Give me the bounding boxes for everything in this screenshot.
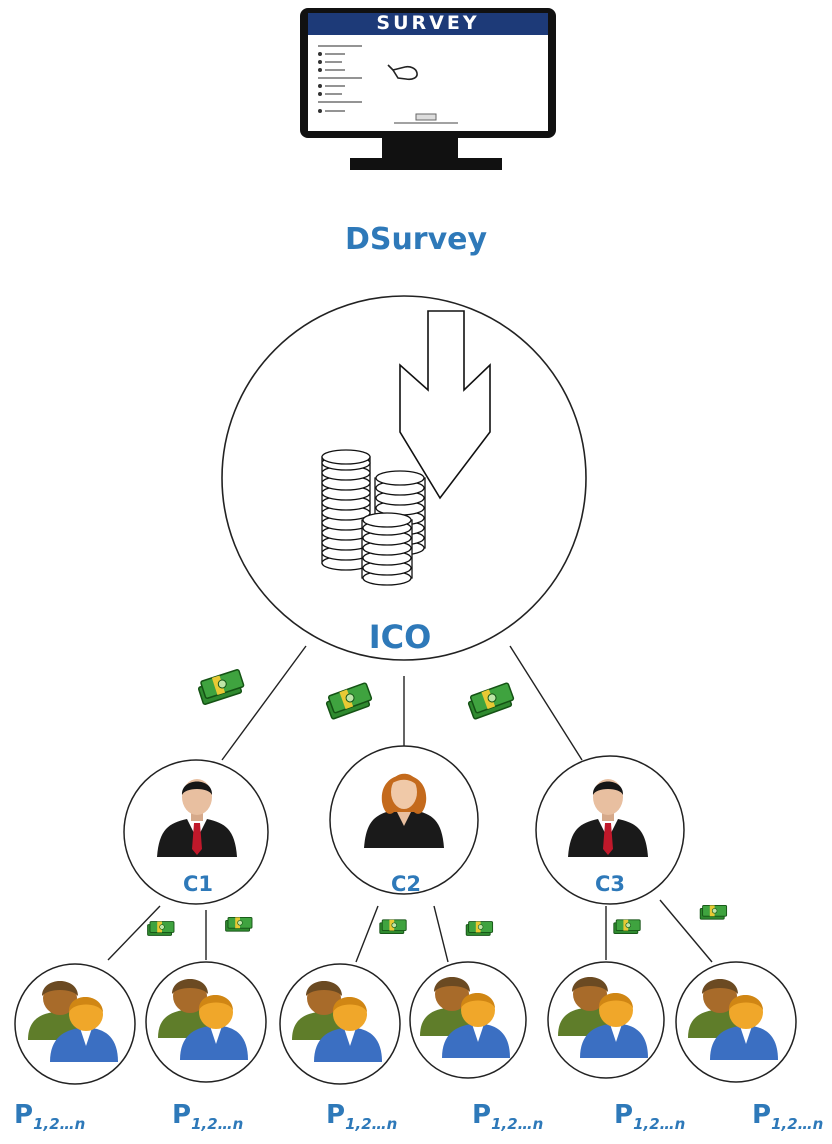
survey-questions (318, 45, 362, 112)
company-label: C1 (182, 872, 214, 896)
participant-label-sub: 1,2…n (345, 1115, 398, 1133)
participant-label-sub: 1,2…n (33, 1115, 86, 1133)
monitor-stand (350, 158, 502, 170)
participant-label-sub: 1,2…n (633, 1115, 686, 1133)
connector-lines (107, 645, 713, 963)
participant-label: P1,2…n (472, 1100, 544, 1133)
coin-stacks-icon (321, 449, 426, 586)
participant-label-main: P (614, 1100, 634, 1130)
company-label: C2 (390, 872, 422, 896)
monitor-neck (382, 138, 458, 160)
participant-label-main: P (472, 1100, 492, 1130)
platform-title: DSurvey (344, 222, 488, 257)
participant-label: P1,2…n (326, 1100, 398, 1133)
participant-label-main: P (752, 1100, 772, 1130)
participant-label-sub: 1,2…n (191, 1115, 244, 1133)
ico-label: ICO (368, 618, 432, 656)
participant-label-main: P (14, 1100, 34, 1130)
participant-label-sub: 1,2…n (491, 1115, 544, 1133)
survey-submit-button (415, 113, 437, 121)
survey-title: SURVEY (376, 12, 480, 34)
money-icons-ico (195, 668, 517, 721)
survey-header-bar (308, 13, 548, 35)
participant-label: P1,2…n (614, 1100, 686, 1133)
participant-label-main: P (326, 1100, 346, 1130)
company-label: C3 (594, 872, 626, 896)
participant-label: P1,2…n (14, 1100, 86, 1133)
down-arrow-icon (399, 310, 491, 500)
survey-monitor (300, 8, 556, 170)
participant-label: P1,2…n (172, 1100, 244, 1133)
survey-radio-dots (318, 52, 322, 113)
participant-label-main: P (172, 1100, 192, 1130)
participant-label: P1,2…n (752, 1100, 824, 1133)
participant-label-sub: 1,2…n (771, 1115, 824, 1133)
pointing-hand-icon (387, 64, 418, 81)
